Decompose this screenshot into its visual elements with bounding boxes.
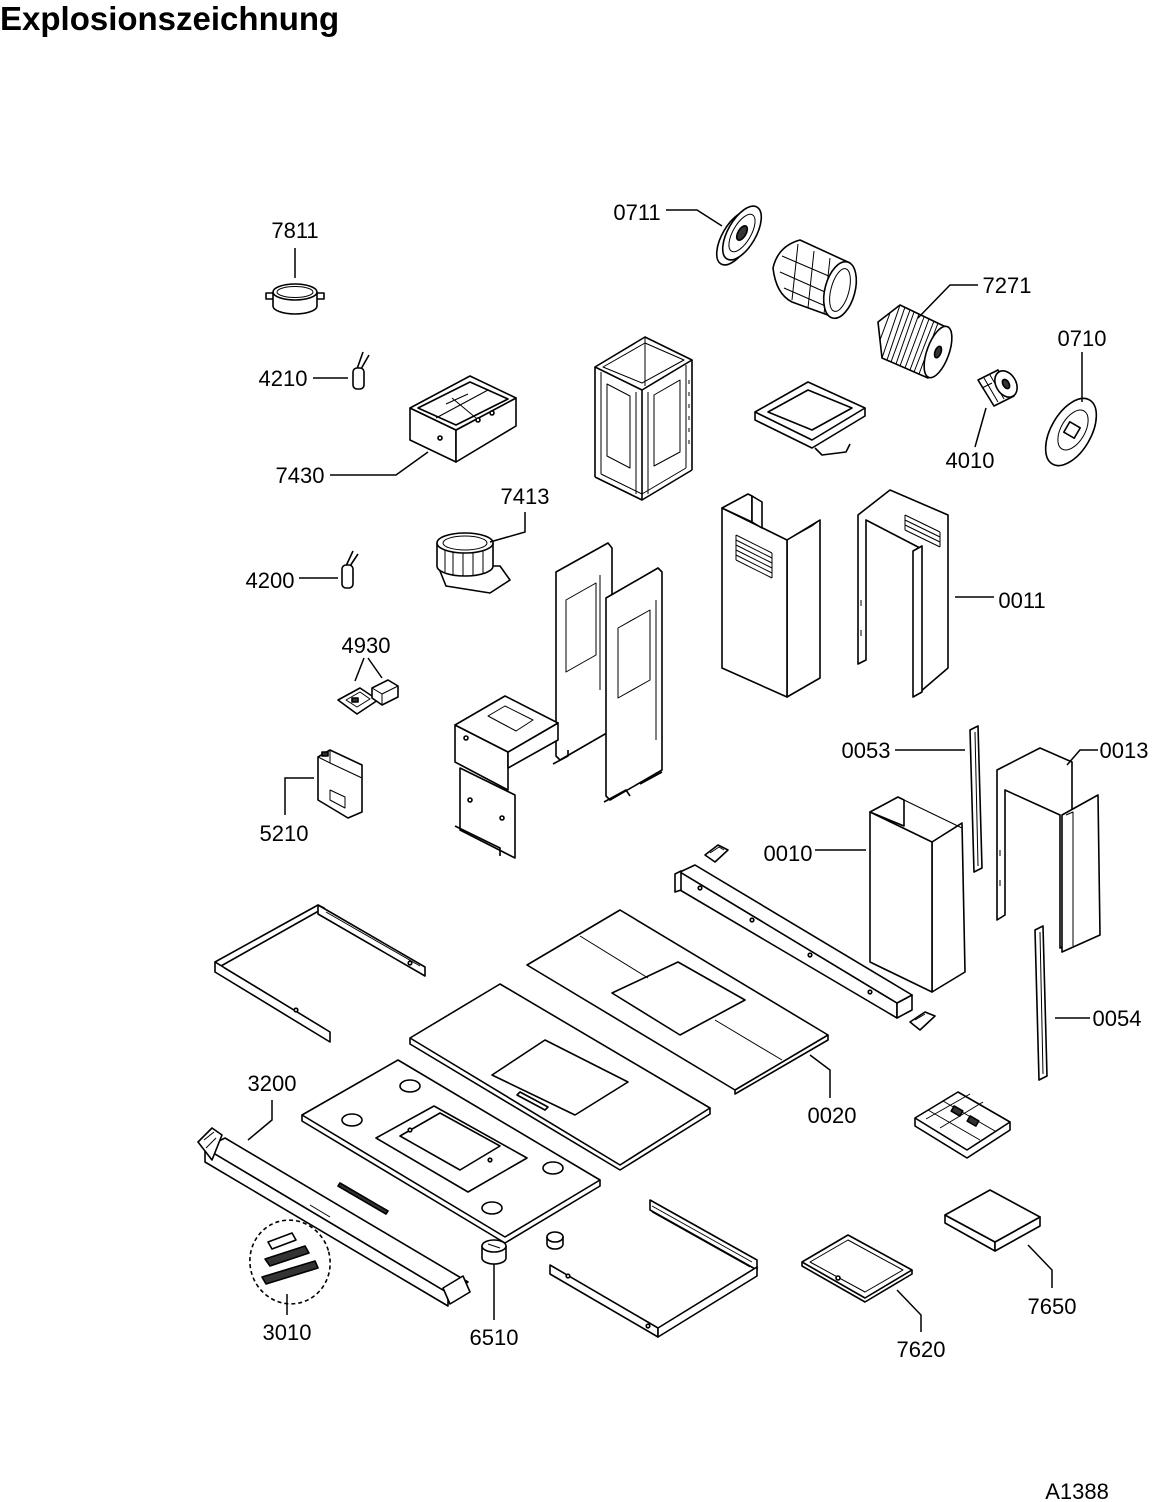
part-fan-housing: [772, 239, 858, 320]
part-label-7430: 7430: [276, 463, 325, 488]
part-label-3200: 3200: [248, 1071, 297, 1096]
part-panel-0011: [857, 489, 949, 698]
part-label-7650: 7650: [1028, 1294, 1077, 1319]
leader-line-7650: [1027, 1244, 1053, 1288]
part-label-4930: 4930: [342, 633, 391, 658]
drawing-code: A1388: [1045, 1479, 1109, 1502]
page-title: Explosionszeichnung: [0, 0, 339, 37]
part-strip-0053: [969, 725, 983, 873]
part-ring-7811: [265, 283, 325, 315]
part-label-3010: 3010: [263, 1320, 312, 1345]
part-frame-right: [546, 1199, 758, 1338]
part-filter-7620: [801, 1234, 913, 1303]
part-label-4010: 4010: [946, 448, 995, 473]
part-panel-0010: [869, 796, 966, 993]
part-hood-bottom: [301, 1059, 601, 1244]
part-large-plate: [409, 983, 711, 1171]
leader-line-0020: [809, 1054, 831, 1098]
part-grill: [914, 1091, 1011, 1159]
part-square-frame: [754, 381, 866, 456]
part-label-4210: 4210: [259, 366, 308, 391]
part-capacitor-4200: [341, 550, 359, 589]
part-switch-parts-4930: [337, 679, 399, 715]
part-controls-3010: [249, 1219, 331, 1305]
part-label-0010: 0010: [764, 841, 813, 866]
part-panel-0013: [996, 747, 1101, 953]
leader-line-7620: [896, 1289, 922, 1332]
part-motor-4010: [977, 369, 1018, 407]
part-capacitor-4210: [352, 351, 370, 390]
part-plate-0710: [1044, 397, 1098, 467]
part-label-0711: 0711: [613, 200, 660, 225]
leader-line-0711: [666, 209, 723, 227]
part-tower-frame: [594, 336, 693, 501]
part-label-0710: 0710: [1058, 326, 1107, 351]
part-filter-box-7650: [944, 1189, 1041, 1252]
leader-line-3200: [247, 1100, 273, 1141]
part-filter-plate-0020: [526, 909, 829, 1095]
part-disc-0711: [715, 205, 763, 266]
part-label-4200: 4200: [246, 568, 295, 593]
part-label-5210: 5210: [260, 821, 309, 846]
leader-line-5210: [284, 777, 314, 815]
part-knob-6510: [481, 1239, 507, 1265]
part-label-7811: 7811: [271, 218, 318, 243]
leader-line-7430: [330, 451, 429, 476]
part-clip-lower: [909, 1011, 936, 1031]
part-housing-ring-7413: [436, 532, 511, 594]
leader-line-7413: [489, 512, 526, 543]
part-box-7430: [409, 375, 517, 463]
part-bracket-box: [454, 695, 559, 859]
part-label-0053: 0053: [842, 738, 891, 763]
part-label-7413: 7413: [501, 484, 550, 509]
part-label-7620: 7620: [897, 1337, 946, 1362]
part-label-7271: 7271: [983, 273, 1032, 298]
part-label-6510: 6510: [470, 1325, 519, 1350]
part-chimney-cover-front: [721, 493, 821, 698]
part-label-0054: 0054: [1093, 1006, 1142, 1031]
part-label-0020: 0020: [808, 1103, 857, 1128]
part-mounting-plates: [552, 542, 663, 803]
part-frame-left: [214, 904, 426, 1043]
leader-line-4010: [974, 407, 987, 448]
leader-line-4930: [354, 657, 383, 682]
part-label-0011: 0011: [998, 588, 1045, 613]
part-front-bar-3200: [197, 1127, 471, 1307]
part-clip-upper: [704, 844, 729, 863]
part-rail-beam: [674, 864, 913, 1019]
leader-line-0013: [1066, 749, 1098, 766]
part-electronics-box-5210: [317, 749, 363, 819]
leader-line-7271: [917, 284, 978, 319]
part-label-0013: 0013: [1100, 738, 1149, 763]
part-blower-wheel-7271: [877, 304, 953, 379]
part-strip-0054: [1034, 925, 1048, 1081]
